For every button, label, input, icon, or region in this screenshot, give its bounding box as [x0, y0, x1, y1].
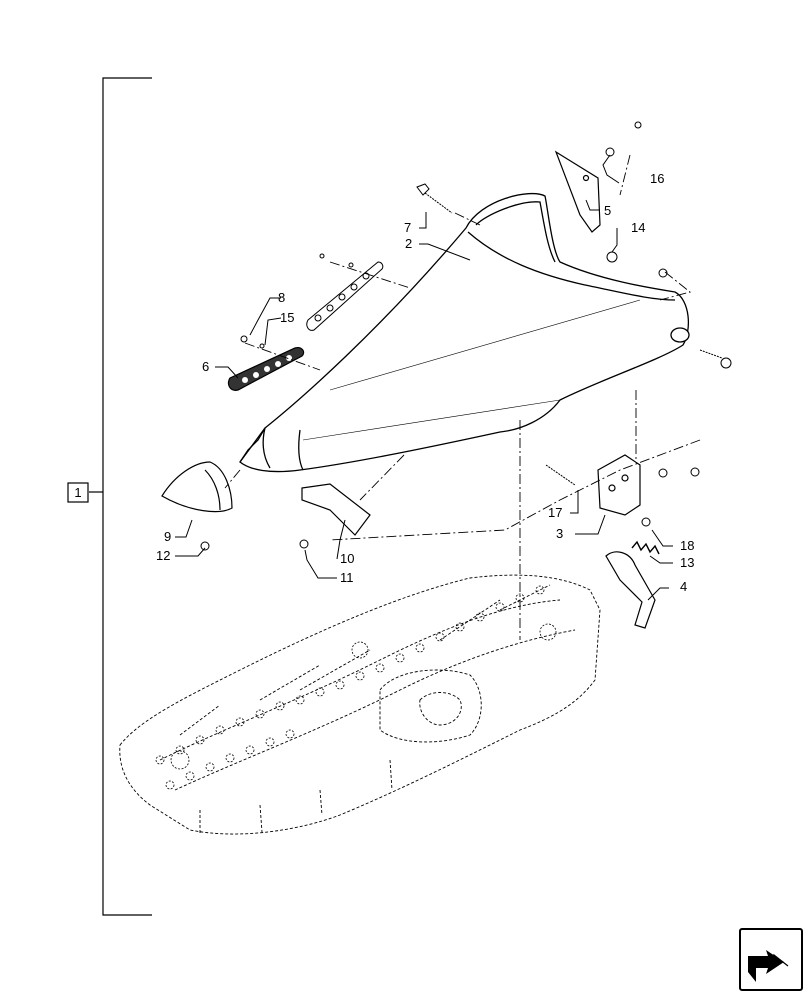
- callout-7: 7: [404, 220, 411, 235]
- header-frame-phantom: [119, 574, 601, 835]
- callout-15: 15: [280, 310, 294, 325]
- callout-16: 16: [650, 171, 664, 186]
- callout-17: 17: [548, 505, 562, 520]
- chain-strip: [306, 261, 384, 331]
- bracket-3: [597, 454, 641, 516]
- assembly-bracket: [89, 77, 152, 916]
- callout-14: 14: [631, 220, 645, 235]
- spring-13: [631, 540, 660, 555]
- chain-phantom: [155, 585, 557, 790]
- callout-6: 6: [202, 359, 209, 374]
- callout-1-box: 1: [67, 482, 89, 503]
- leader-lines: [175, 154, 673, 601]
- cone-guard: [239, 192, 690, 473]
- next-page-arrow-icon[interactable]: [739, 928, 803, 991]
- callout-8: 8: [278, 290, 285, 305]
- fasteners: [200, 121, 732, 551]
- callout-12: 12: [156, 548, 170, 563]
- callout-11: 11: [340, 570, 354, 585]
- bracket-10: [301, 483, 371, 536]
- callout-2: 2: [405, 236, 412, 251]
- tip-cover: [161, 461, 233, 513]
- bracket-5: [554, 150, 601, 233]
- callout-1: 1: [74, 485, 81, 500]
- callout-13: 13: [680, 555, 694, 570]
- callout-3: 3: [556, 526, 563, 541]
- callout-4: 4: [680, 579, 687, 594]
- lever-4: [605, 551, 656, 629]
- callout-18: 18: [680, 538, 694, 553]
- callout-9: 9: [164, 529, 171, 544]
- callout-5: 5: [604, 203, 611, 218]
- assembly-lines: [224, 154, 701, 640]
- plate-6: [227, 347, 305, 391]
- callout-10: 10: [340, 551, 354, 566]
